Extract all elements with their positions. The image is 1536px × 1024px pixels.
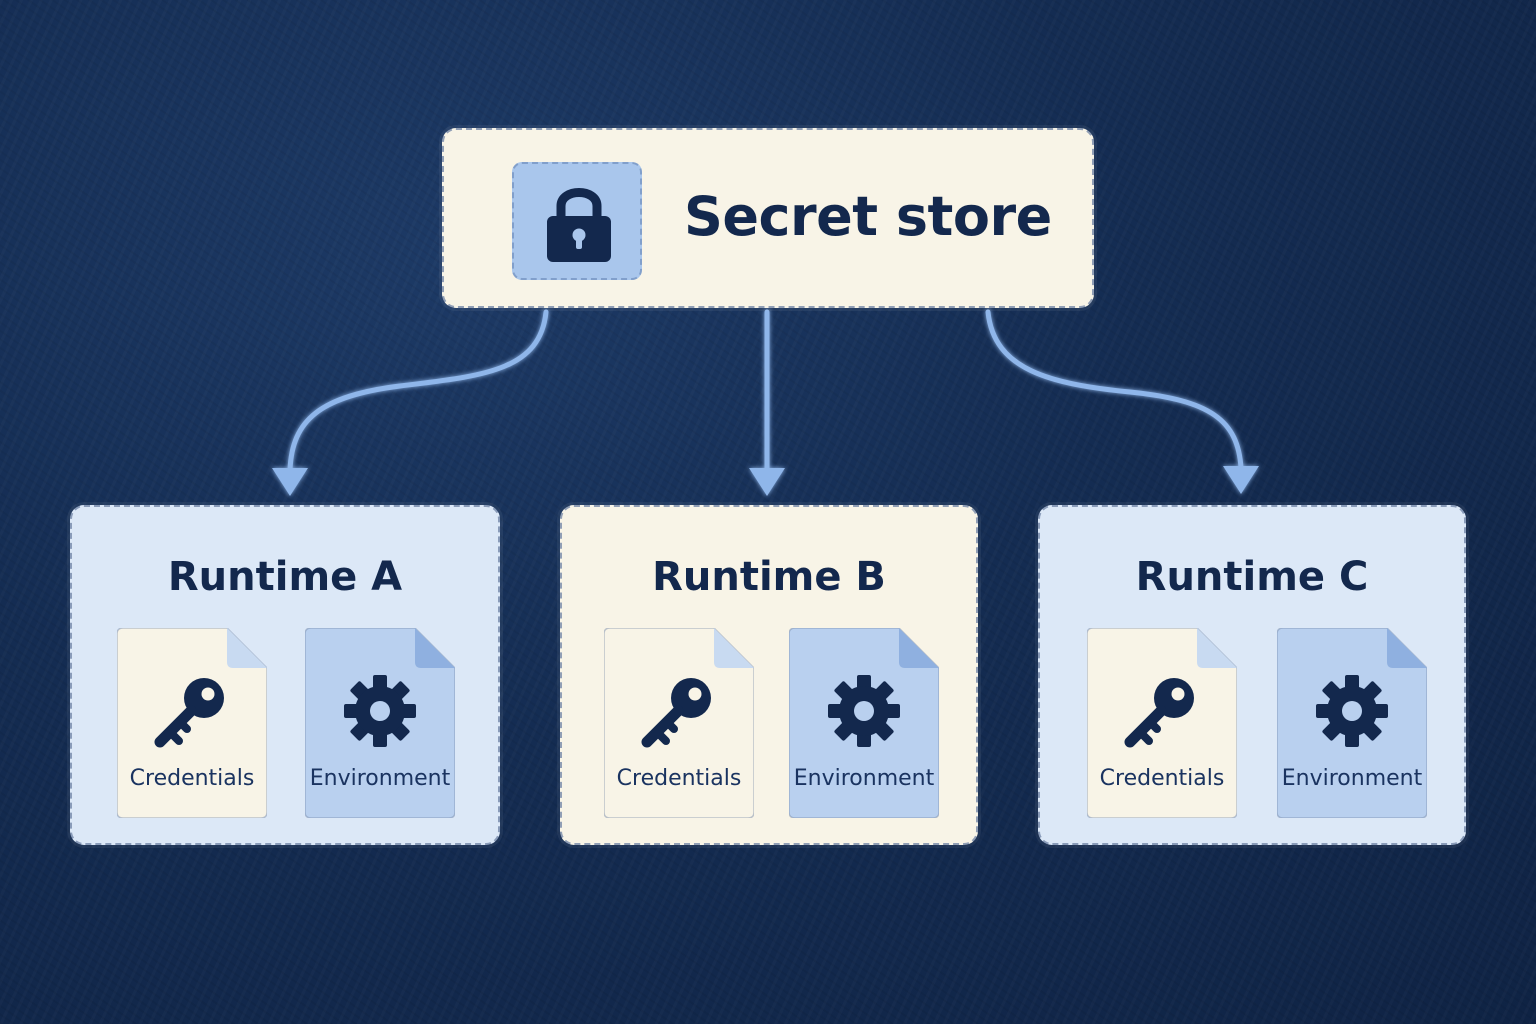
runtime-b-node: Runtime B Credentials bbox=[560, 505, 978, 845]
arrowhead-runtime-c bbox=[1223, 466, 1259, 494]
environment-label: Environment bbox=[1281, 766, 1423, 791]
environment-label: Environment bbox=[793, 766, 935, 791]
secret-store-node: Secret store bbox=[442, 128, 1094, 308]
runtime-c-node: Runtime C Credentials bbox=[1038, 505, 1466, 845]
edge-store-to-runtime-a bbox=[287, 309, 549, 473]
environment-file: Environment bbox=[789, 628, 939, 818]
credentials-file: Credentials bbox=[117, 628, 267, 818]
runtime-title: Runtime B bbox=[652, 554, 886, 600]
credentials-label: Credentials bbox=[616, 766, 742, 791]
padlock-icon bbox=[512, 162, 642, 280]
credentials-file: Credentials bbox=[604, 628, 754, 818]
key-icon bbox=[154, 678, 224, 748]
gear-icon bbox=[344, 675, 416, 747]
secret-store-title: Secret store bbox=[684, 185, 1052, 248]
runtime-title: Runtime A bbox=[167, 554, 403, 600]
key-icon bbox=[641, 678, 711, 748]
environment-label: Environment bbox=[309, 766, 451, 791]
runtime-title: Runtime C bbox=[1135, 554, 1369, 600]
arrowhead-runtime-b bbox=[749, 468, 785, 496]
environment-file: Environment bbox=[305, 628, 455, 818]
key-icon bbox=[1124, 678, 1194, 748]
arrowhead-runtime-a bbox=[272, 468, 308, 496]
credentials-file: Credentials bbox=[1087, 628, 1237, 818]
credentials-label: Credentials bbox=[1099, 766, 1225, 791]
runtime-a-node: Runtime A Credentials bbox=[70, 505, 500, 845]
gear-icon bbox=[1316, 675, 1388, 747]
gear-icon bbox=[828, 675, 900, 747]
edge-store-to-runtime-c bbox=[985, 309, 1244, 471]
environment-file: Environment bbox=[1277, 628, 1427, 818]
credentials-label: Credentials bbox=[129, 766, 255, 791]
